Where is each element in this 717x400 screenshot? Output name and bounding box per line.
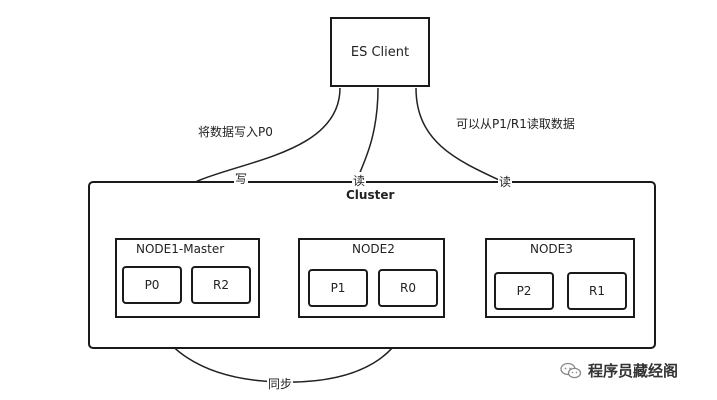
write-note: 将数据写入P0 — [198, 125, 273, 139]
shard-r2: R2 — [191, 266, 251, 304]
es-client-label: ES Client — [350, 44, 410, 60]
read-edge-label-node2: 读 — [352, 172, 367, 189]
wechat-icon — [560, 362, 582, 378]
shard-p1: P1 — [308, 269, 368, 307]
shard-r0: R0 — [378, 269, 438, 307]
shard-r1: R1 — [567, 272, 627, 310]
read-note: 可以从P1/R1读取数据 — [456, 117, 575, 131]
node2-title: NODE2 — [352, 242, 395, 256]
node3-title: NODE3 — [530, 242, 573, 256]
shard-p0: P0 — [122, 266, 182, 304]
sync-edge-label: 同步 — [267, 375, 294, 392]
watermark-text: 程序员藏经阁 — [588, 362, 679, 380]
read-edge-label-node3: 读 — [498, 173, 513, 190]
es-client-box: ES Client — [330, 17, 430, 87]
shard-p2: P2 — [494, 272, 554, 310]
cluster-label: Cluster — [346, 188, 395, 202]
write-edge-label: 写 — [234, 170, 249, 187]
watermark: 程序员藏经阁 — [560, 360, 678, 381]
node1-title: NODE1-Master — [136, 242, 225, 256]
